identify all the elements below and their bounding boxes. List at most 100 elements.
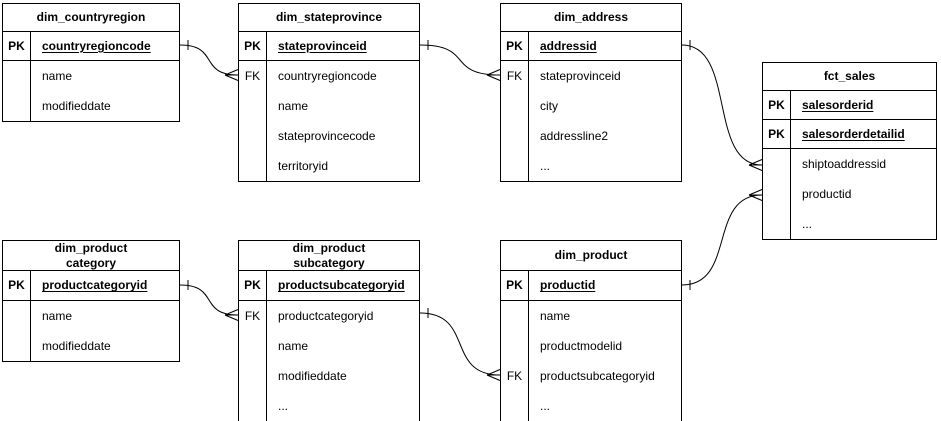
key-cell — [3, 331, 31, 361]
field-name: ... — [802, 216, 813, 231]
field-row: shiptoaddressid — [763, 149, 936, 179]
table-title-line: dim_product — [292, 241, 366, 256]
key-cell — [501, 331, 529, 361]
field-name: productmodelid — [540, 338, 623, 353]
key-cell: PK — [501, 32, 529, 60]
table-title-line: category — [65, 255, 117, 270]
relation-edge-productcategory-productsubcategory[interactable] — [179, 284, 239, 316]
relation-edge-address-fctsales[interactable] — [681, 44, 763, 166]
field-name: countryregioncode — [278, 68, 377, 83]
field-row: FK countryregioncode — [239, 61, 419, 91]
field-row: ... — [501, 391, 681, 421]
field-name: territoryid — [278, 158, 329, 173]
field-name: productid — [802, 186, 852, 201]
field-name: productcategoryid — [278, 308, 374, 323]
field-row: city — [501, 91, 681, 121]
key-cell — [3, 61, 31, 91]
key-cell: FK — [239, 301, 267, 331]
key-cell: PK — [239, 271, 267, 300]
field-name: modifieddate — [278, 368, 347, 383]
relation-edge-productsubcategory-product[interactable] — [419, 312, 501, 376]
field-name: addressid — [540, 38, 597, 53]
field-row: name — [239, 91, 419, 121]
primary-key-row: PK productcategoryid — [3, 271, 179, 301]
key-cell — [239, 361, 267, 391]
field-name: name — [278, 338, 309, 353]
field-row: ... — [763, 209, 936, 239]
many-marker — [224, 69, 239, 81]
key-cell — [763, 209, 791, 239]
key-cell — [501, 301, 529, 331]
field-name: salesorderdetailid — [802, 126, 905, 141]
field-name: name — [42, 308, 73, 323]
field-name: countryregioncode — [42, 38, 151, 53]
key-cell — [763, 149, 791, 179]
key-cell: FK — [501, 361, 529, 391]
field-row: name — [3, 61, 179, 91]
field-name: modifieddate — [42, 338, 111, 353]
many-marker — [486, 69, 501, 81]
key-cell: PK — [3, 271, 31, 300]
field-name: ... — [540, 158, 551, 173]
key-cell — [239, 391, 267, 421]
field-row: name — [239, 331, 419, 361]
field-name: ... — [540, 398, 551, 413]
key-cell — [3, 301, 31, 331]
field-name: modifieddate — [42, 98, 111, 113]
table-title: dim_stateprovince — [239, 4, 419, 32]
key-cell: PK — [3, 32, 31, 60]
key-cell — [501, 121, 529, 151]
many-marker — [748, 189, 763, 201]
field-row: modifieddate — [3, 331, 179, 361]
field-name: name — [42, 68, 73, 83]
relation-edge-countryregion-stateprovince[interactable] — [179, 44, 239, 76]
many-marker — [486, 369, 501, 381]
field-name: name — [278, 98, 309, 113]
field-row: stateprovincecode — [239, 121, 419, 151]
table-title-line: dim_countryregion — [36, 10, 146, 25]
key-cell — [239, 151, 267, 181]
key-cell — [501, 91, 529, 121]
key-cell: PK — [239, 32, 267, 60]
field-row: ... — [239, 391, 419, 421]
table-title-line: dim_product — [54, 241, 128, 256]
field-name: productcategoryid — [42, 278, 148, 293]
table-title-line: subcategory — [293, 255, 365, 270]
field-row: addressline2 — [501, 121, 681, 151]
field-row: ... — [501, 151, 681, 181]
table-title: dim_address — [501, 4, 681, 32]
table-title-line: dim_stateprovince — [275, 10, 383, 25]
field-row: modifieddate — [239, 361, 419, 391]
primary-key-row: PK addressid — [501, 32, 681, 61]
key-cell: FK — [239, 61, 267, 91]
many-marker — [748, 159, 763, 171]
key-cell: PK — [763, 91, 791, 119]
key-cell — [763, 179, 791, 209]
key-cell — [501, 151, 529, 181]
table-title-line: dim_address — [553, 10, 629, 25]
relation-edge-stateprovince-address[interactable] — [419, 44, 501, 76]
field-row: modifieddate — [3, 91, 179, 121]
key-cell — [239, 121, 267, 151]
field-row: productmodelid — [501, 331, 681, 361]
relation-edge-product-fctsales[interactable] — [681, 194, 763, 286]
field-name: ... — [278, 398, 289, 413]
table-title: dim_countryregion — [3, 4, 179, 32]
field-name: productsubcategoryid — [278, 278, 405, 293]
primary-key-row: PK productsubcategoryid — [239, 271, 419, 301]
field-row: productid — [763, 179, 936, 209]
table-title: dim_product — [501, 241, 681, 271]
field-name: stateprovincecode — [278, 128, 376, 143]
field-name: stateprovinceid — [540, 68, 621, 83]
table-title: fct_sales — [763, 63, 936, 91]
